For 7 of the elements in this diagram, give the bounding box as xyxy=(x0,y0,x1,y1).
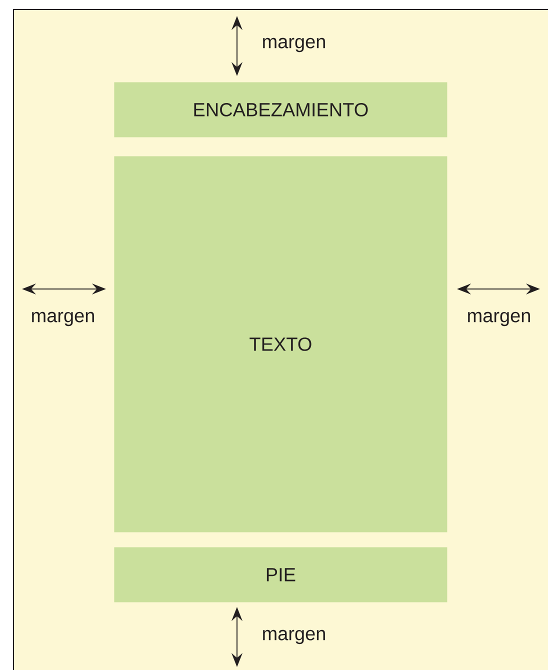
margin-label: margen xyxy=(263,630,325,644)
margin-label: margen xyxy=(32,312,94,326)
content-box: ENCABEZAMIENTO xyxy=(114,82,448,138)
content-box: PIE xyxy=(114,547,448,602)
margin-label: margen xyxy=(263,38,325,52)
content-box: TEXTO xyxy=(114,156,448,532)
margin-label: margen xyxy=(468,312,530,326)
